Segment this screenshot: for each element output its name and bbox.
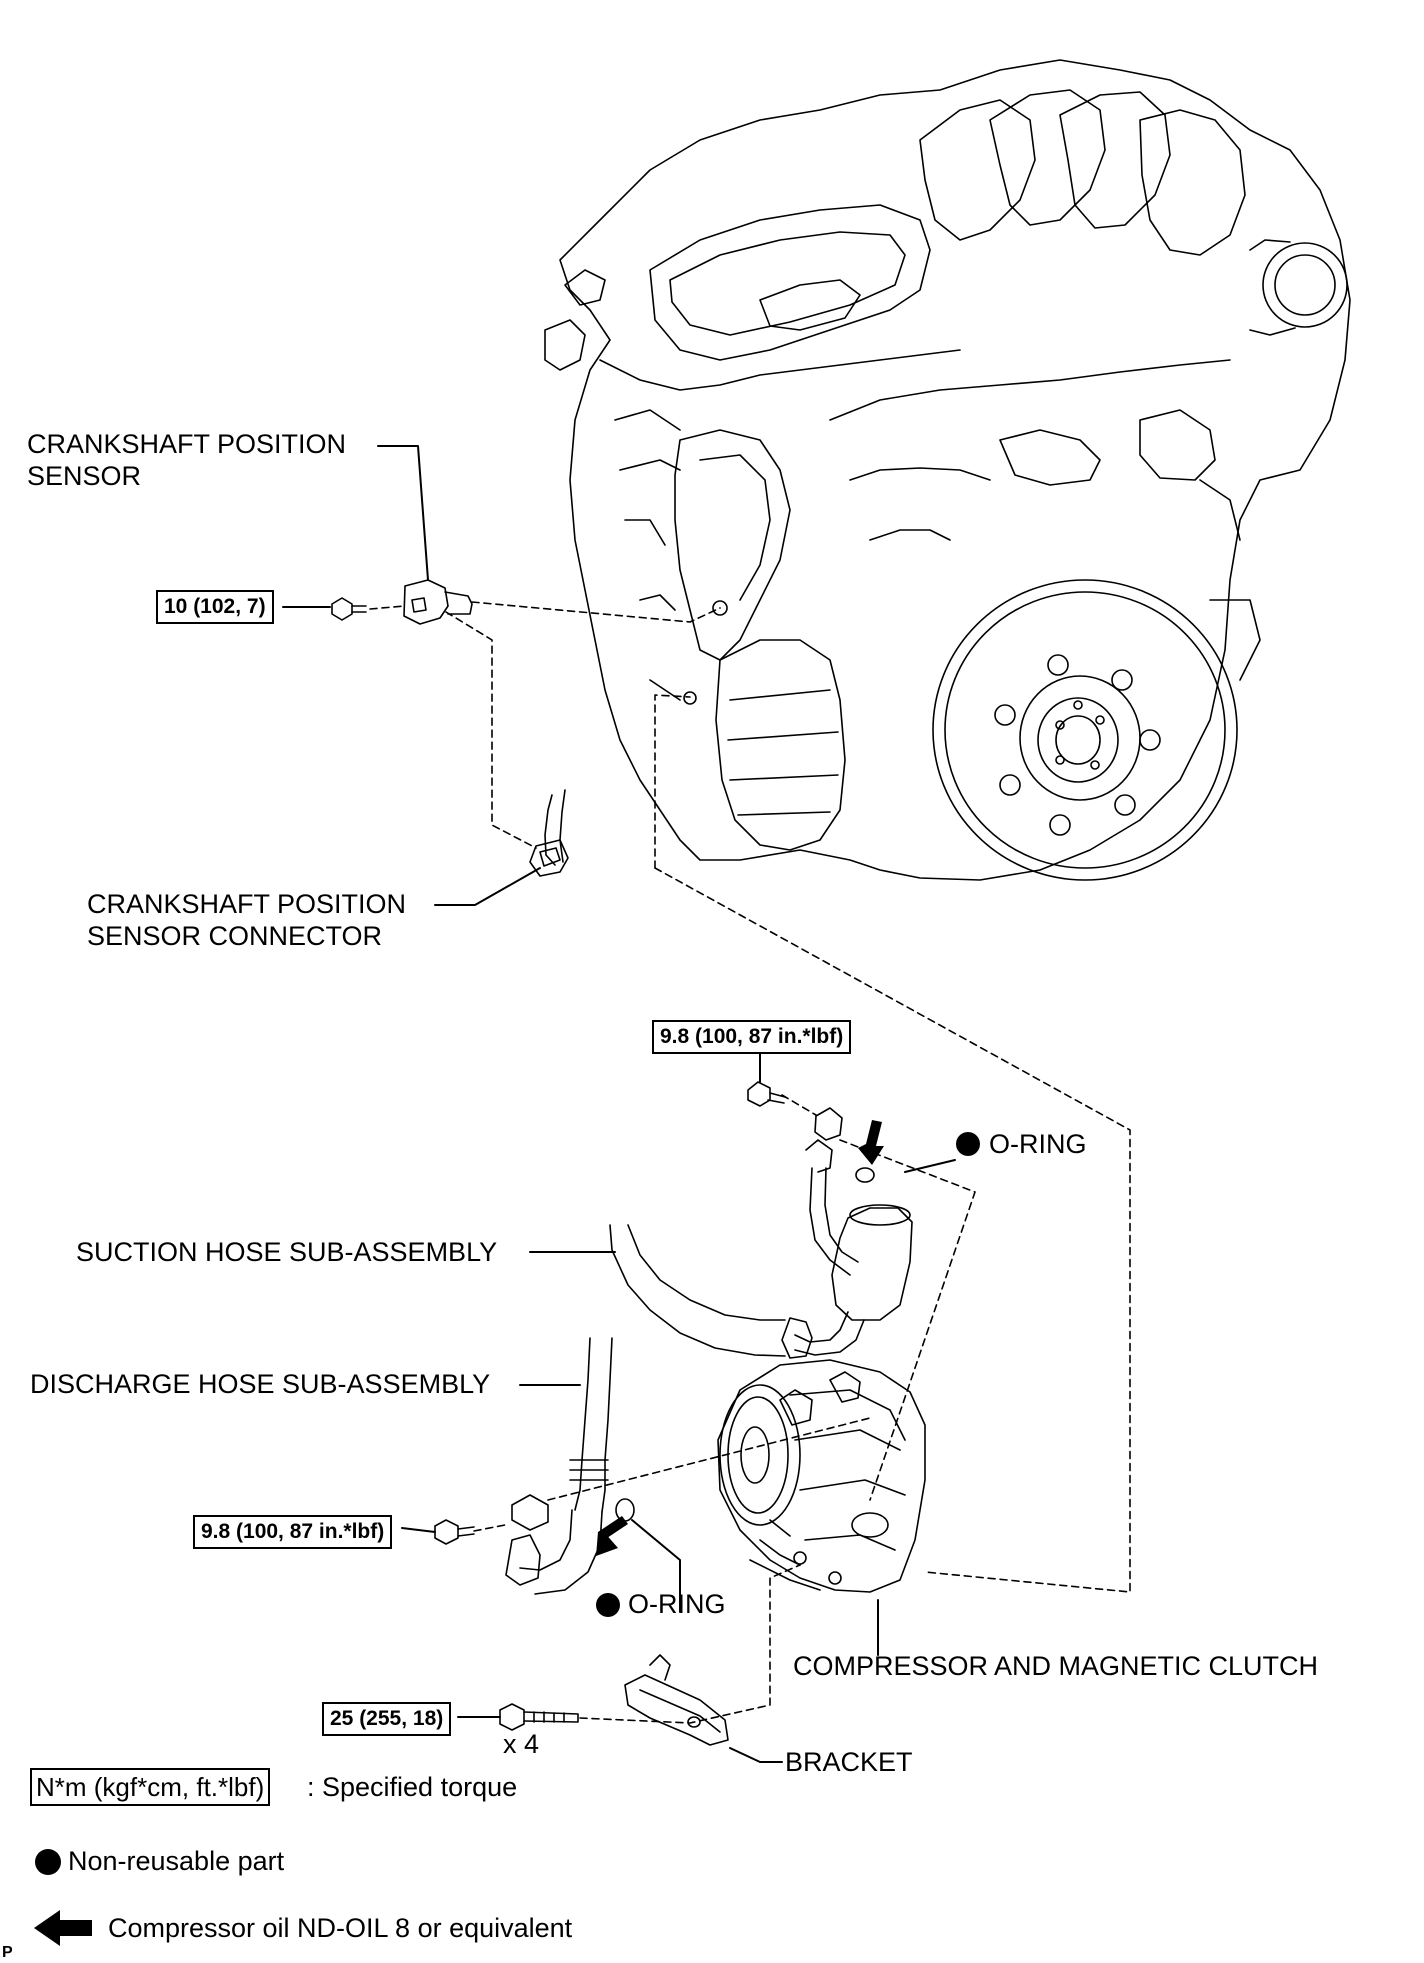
torque-box-crank: 10 (102, 7) — [156, 590, 274, 624]
discharge-hose-label: DISCHARGE HOSE SUB-ASSEMBLY — [30, 1369, 491, 1399]
legend-oil-text: Compressor oil ND-OIL 8 or equivalent — [108, 1913, 573, 1943]
nonreusable-dot-top — [956, 1132, 980, 1156]
engine-illustration — [544, 59, 1351, 881]
oil-arrow-top — [858, 1120, 884, 1165]
alignment-dashes — [369, 601, 1131, 1724]
crank-sensor-label-line2: SENSOR — [27, 461, 142, 491]
suction-hose — [609, 1081, 913, 1359]
legend-torque-unit: N*m (kgf*cm, ft.*lbf) — [30, 1768, 271, 1806]
legend-torque-desc: : Specified torque — [307, 1772, 518, 1802]
legend-nonreusable-dot — [35, 1849, 61, 1875]
bolt-count-label: x 4 — [503, 1729, 540, 1759]
legend-nonreusable-text: Non-reusable part — [68, 1846, 285, 1876]
compressor-illustration — [717, 1359, 926, 1593]
oring-top-label: O-RING — [989, 1129, 1087, 1159]
crankshaft-connector — [529, 789, 569, 877]
discharge-hose — [434, 1337, 635, 1595]
torque-box-bracket: 25 (255, 18) — [322, 1702, 452, 1736]
crank-connector-label-line2: SENSOR CONNECTOR — [87, 921, 383, 951]
bracket-label: BRACKET — [785, 1747, 913, 1777]
suction-hose-label: SUCTION HOSE SUB-ASSEMBLY — [76, 1237, 498, 1267]
torque-box-discharge: 9.8 (100, 87 in.*lbf) — [193, 1515, 393, 1549]
crank-sensor-label: CRANKSHAFT POSITION SENSOR — [27, 428, 346, 492]
crank-connector-label: CRANKSHAFT POSITION SENSOR CONNECTOR — [87, 888, 406, 952]
crank-connector-label-line1: CRANKSHAFT POSITION — [87, 889, 407, 919]
oil-arrow-bottom — [596, 1516, 628, 1556]
oring-bottom-label: O-RING — [628, 1589, 726, 1619]
bracket-illustration — [499, 1654, 729, 1746]
leader-lines — [282, 445, 956, 1763]
nonreusable-dot-bottom — [596, 1593, 620, 1617]
footer-mark: P — [2, 1944, 13, 1961]
torque-box-suction: 9.8 (100, 87 in.*lbf) — [652, 1020, 852, 1054]
crankshaft-sensor — [331, 579, 473, 625]
crank-sensor-label-line1: CRANKSHAFT POSITION — [27, 429, 347, 459]
legend-oil-arrow — [34, 1910, 92, 1946]
compressor-label: COMPRESSOR AND MAGNETIC CLUTCH — [793, 1651, 1319, 1681]
